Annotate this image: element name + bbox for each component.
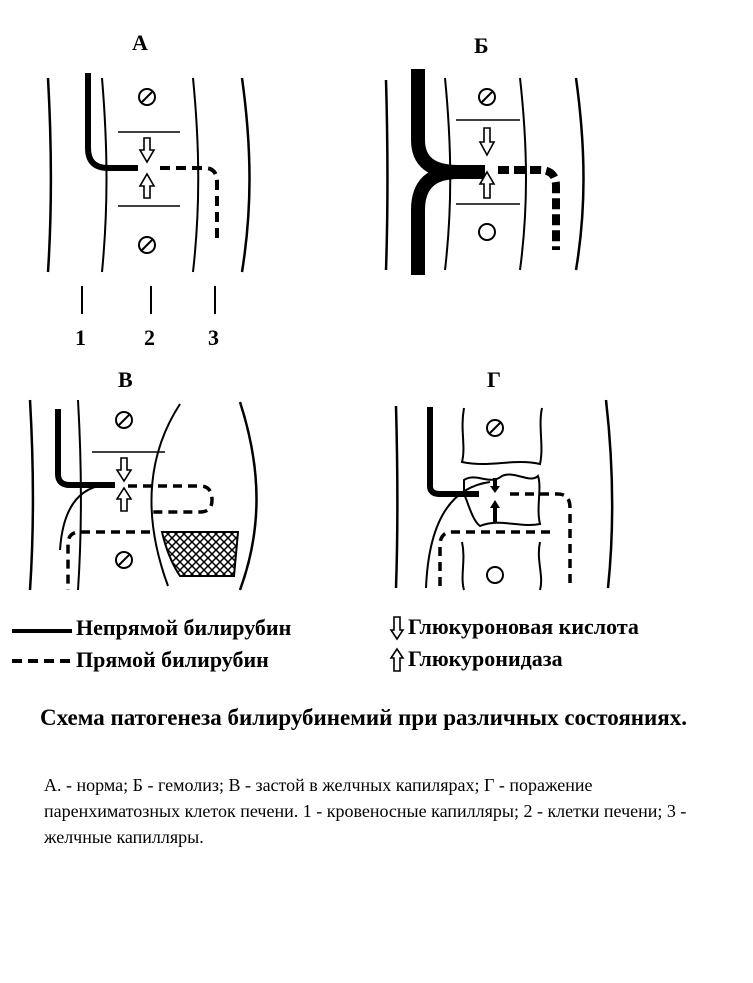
nucleus-icon xyxy=(138,88,156,106)
damaged-cell-outline xyxy=(463,473,542,528)
up-arrow-icon xyxy=(138,172,156,199)
blood-capillary-wall xyxy=(46,77,53,273)
panel-a-diagram xyxy=(46,73,251,314)
panel-label-v: В xyxy=(118,367,133,392)
panel-b-diagram xyxy=(384,69,585,275)
cell-boundary-left xyxy=(77,399,82,591)
direct-bilirubin-line xyxy=(510,492,572,588)
indirect-bilirubin-line xyxy=(55,409,115,488)
panel-label-b: Б xyxy=(474,33,489,58)
damaged-cell-outline xyxy=(461,541,543,591)
direct-bilirubin-line xyxy=(498,166,560,250)
panel-v-diagram xyxy=(28,399,258,591)
legend-solid-line xyxy=(12,629,72,633)
label-number-2: 2 xyxy=(144,325,155,350)
legend-indirect-bilirubin: Непрямой билирубин xyxy=(76,615,292,640)
bile-capillary-wall xyxy=(574,77,585,271)
blood-capillary-wall xyxy=(394,405,399,589)
legend-glucuronidase: Глюкуронидаза xyxy=(408,646,563,671)
legend-dashed-line xyxy=(12,659,72,663)
panel-g-diagram xyxy=(394,399,614,591)
nucleus-icon xyxy=(486,566,504,584)
nucleus-icon xyxy=(115,551,133,569)
bile-capillary-wall xyxy=(604,399,614,589)
cell-boundary-right xyxy=(519,77,527,271)
nucleus-icon xyxy=(478,223,496,241)
down-arrow-icon xyxy=(138,137,156,164)
bile-capillary-wall xyxy=(240,77,251,273)
indirect-bilirubin-line xyxy=(427,407,479,497)
legend-glucuronic-acid: Глюкуроновая кислота xyxy=(408,614,639,639)
caption-body: А. - норма; Б - гемолиз; В - застой в же… xyxy=(44,775,687,847)
down-arrow-icon xyxy=(490,478,500,493)
direct-bilirubin-line xyxy=(160,166,219,242)
direct-bilirubin-line xyxy=(438,530,550,588)
panel-label-g: Г xyxy=(487,367,501,392)
up-arrow-icon xyxy=(389,647,405,672)
up-arrow-icon xyxy=(478,170,496,199)
panel-label-a: А xyxy=(132,30,148,55)
indirect-bilirubin-line xyxy=(85,73,138,171)
nucleus-icon xyxy=(478,88,496,106)
nucleus-icon xyxy=(115,411,133,429)
cell-boundary-left xyxy=(101,77,108,273)
damaged-cell-outline xyxy=(460,407,543,466)
label-number-3: 3 xyxy=(208,325,219,350)
bile-plug-hatched xyxy=(160,531,240,577)
bile-capillary-wall xyxy=(238,401,258,591)
direct-bilirubin-line xyxy=(128,484,214,514)
indirect-bilirubin-line xyxy=(411,164,466,275)
direct-bilirubin-line xyxy=(66,530,150,590)
nucleus-icon xyxy=(138,236,156,254)
down-arrow-icon xyxy=(115,457,133,483)
down-arrow-icon xyxy=(389,616,405,641)
legend-direct-bilirubin: Прямой билирубин xyxy=(76,647,269,672)
cell-boundary-left xyxy=(425,481,491,589)
cell-boundary-right xyxy=(150,403,181,587)
up-arrow-icon xyxy=(490,500,500,522)
down-arrow-icon xyxy=(478,127,496,157)
up-arrow-icon xyxy=(115,486,133,512)
caption-title: Схема патогенеза билирубинемий при разли… xyxy=(40,705,687,730)
cell-boundary-left xyxy=(59,484,105,551)
cell-boundary-right xyxy=(192,77,200,273)
blood-capillary-wall xyxy=(28,399,35,591)
blood-capillary-wall xyxy=(384,79,389,271)
label-number-1: 1 xyxy=(75,325,86,350)
nucleus-icon xyxy=(486,419,504,437)
